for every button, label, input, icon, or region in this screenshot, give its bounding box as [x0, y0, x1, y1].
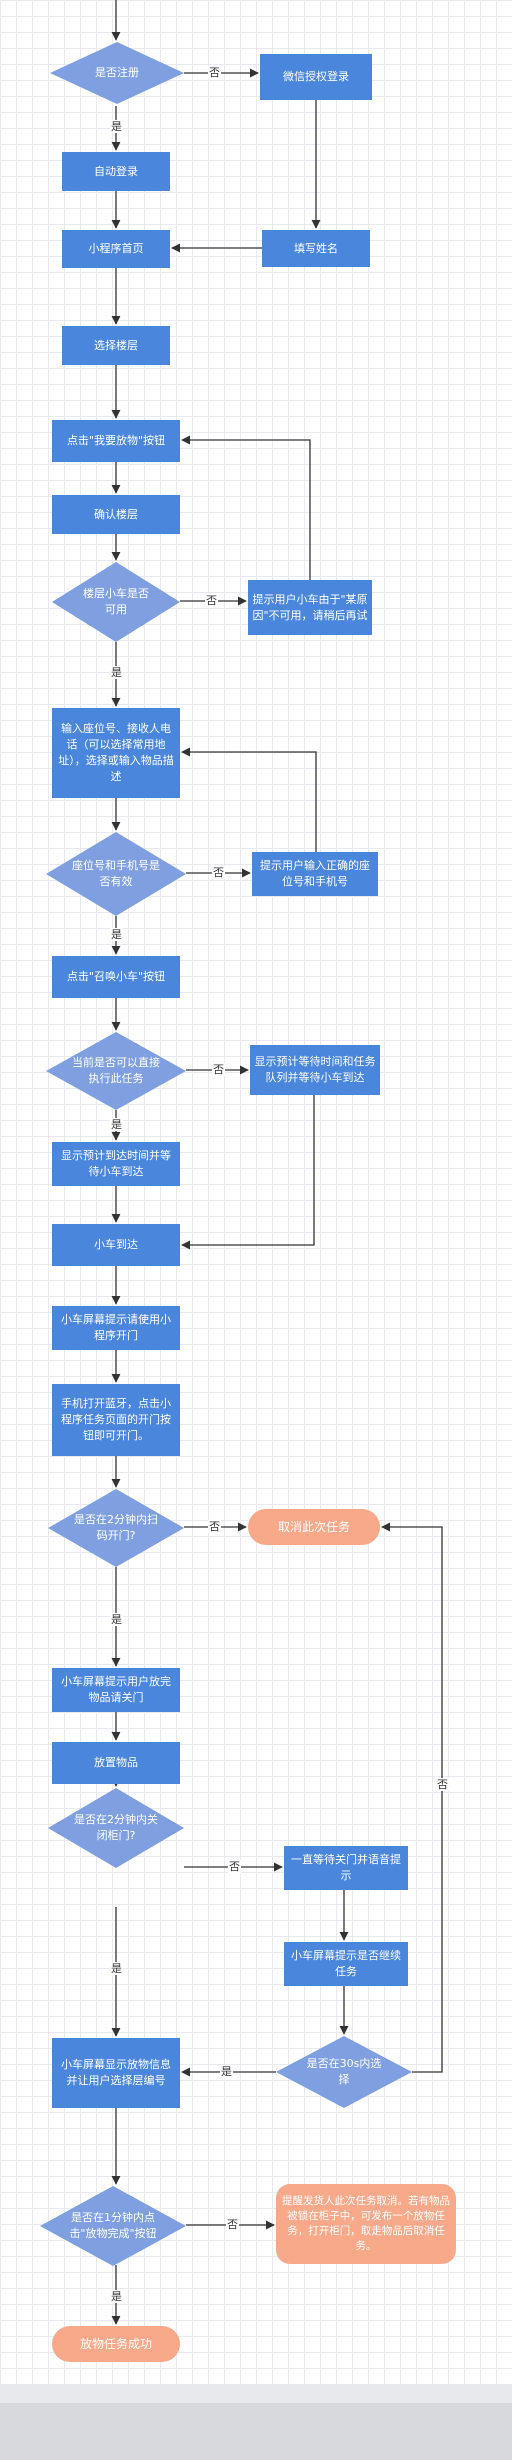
branch-yes-label: 是 [220, 2065, 233, 2078]
bluetooth-open-step: 手机打开蓝牙，点击小程序任务页面的开门按钮即可开门。 [52, 1384, 180, 1456]
branch-yes-label: 是 [110, 1962, 123, 1975]
branch-no-label: 否 [212, 1063, 225, 1076]
continue-task-step: 小车屏幕提示是否继续任务 [284, 1942, 408, 1986]
call-car-step: 点击"召唤小车"按钮 [52, 956, 180, 998]
floor-car-available-decision: 楼层小车是否可用 [52, 562, 180, 642]
finish-click-decision: 是否在1分钟内点击"放物完成"按钮 [40, 2186, 186, 2266]
eta-wait-prompt: 显示预计到达时间并等待小车到达 [52, 1142, 180, 1186]
branch-no-label: 否 [208, 66, 221, 79]
branch-yes-label: 是 [110, 120, 123, 133]
branch-yes-label: 是 [110, 2290, 123, 2303]
click-send-item-step: 点击"我要放物"按钮 [52, 420, 180, 462]
car-arrive-step: 小车到达 [52, 1224, 180, 1266]
wait-close-step: 一直等待关门并语音提示 [284, 1846, 408, 1890]
select-floor-step: 选择楼层 [62, 326, 170, 365]
task-success-terminal: 放物任务成功 [52, 2326, 180, 2362]
close-door-decision: 是否在2分钟内关闭柜门? [48, 1788, 184, 1868]
screen-close-door-step: 小车屏幕提示用户放完物品请关门 [52, 1668, 180, 1712]
branch-no-label: 否 [208, 1520, 221, 1533]
register-check-decision: 是否注册 [50, 42, 184, 104]
input-seat-phone-step: 输入座位号、接收人电话（可以选择常用地址），选择或输入物品描述 [52, 708, 180, 798]
branch-no-label: 否 [436, 1778, 449, 1791]
branch-no-label: 否 [205, 594, 218, 607]
canvas-footer-strip [0, 2385, 512, 2403]
invalid-seat-phone-prompt: 提示用户输入正确的座位号和手机号 [252, 852, 378, 896]
branch-no-label: 否 [212, 866, 225, 879]
remind-cancel-terminal: 提醒发货人此次任务取消。若有物品被锁在柜子中，可发布一个放物任务，打开柜门，取走… [276, 2184, 456, 2264]
confirm-floor-step: 确认楼层 [52, 495, 180, 534]
branch-no-label: 否 [226, 2218, 239, 2231]
scan-open-decision: 是否在2分钟内扫码开门? [48, 1489, 184, 1567]
car-unavailable-prompt: 提示用户小车由于"某原因"不可用，请稍后再试 [248, 580, 372, 635]
branch-yes-label: 是 [110, 1118, 123, 1131]
select-30s-decision: 是否在30s内选择 [276, 2036, 412, 2108]
queue-wait-prompt: 显示预计等待时间和任务队列并等待小车到达 [250, 1045, 380, 1095]
item-info-step: 小车屏幕显示放物信息并让用户选择层编号 [52, 2038, 180, 2108]
auto-login-step: 自动登录 [62, 152, 170, 191]
branch-yes-label: 是 [110, 1613, 123, 1626]
seat-phone-valid-decision: 座位号和手机号是否有效 [46, 832, 186, 916]
direct-execute-decision: 当前是否可以直接执行此任务 [46, 1032, 186, 1110]
branch-yes-label: 是 [110, 928, 123, 941]
branch-no-label: 否 [228, 1860, 241, 1873]
fill-name-step: 填写姓名 [262, 230, 370, 267]
screen-open-door-step: 小车屏幕提示请使用小程序开门 [52, 1306, 180, 1350]
wechat-login-step: 微信授权登录 [260, 54, 372, 100]
branch-yes-label: 是 [110, 666, 123, 679]
cancel-task-terminal: 取消此次任务 [248, 1509, 380, 1545]
put-item-step: 放置物品 [52, 1742, 180, 1784]
mini-program-home-step: 小程序首页 [62, 230, 170, 268]
